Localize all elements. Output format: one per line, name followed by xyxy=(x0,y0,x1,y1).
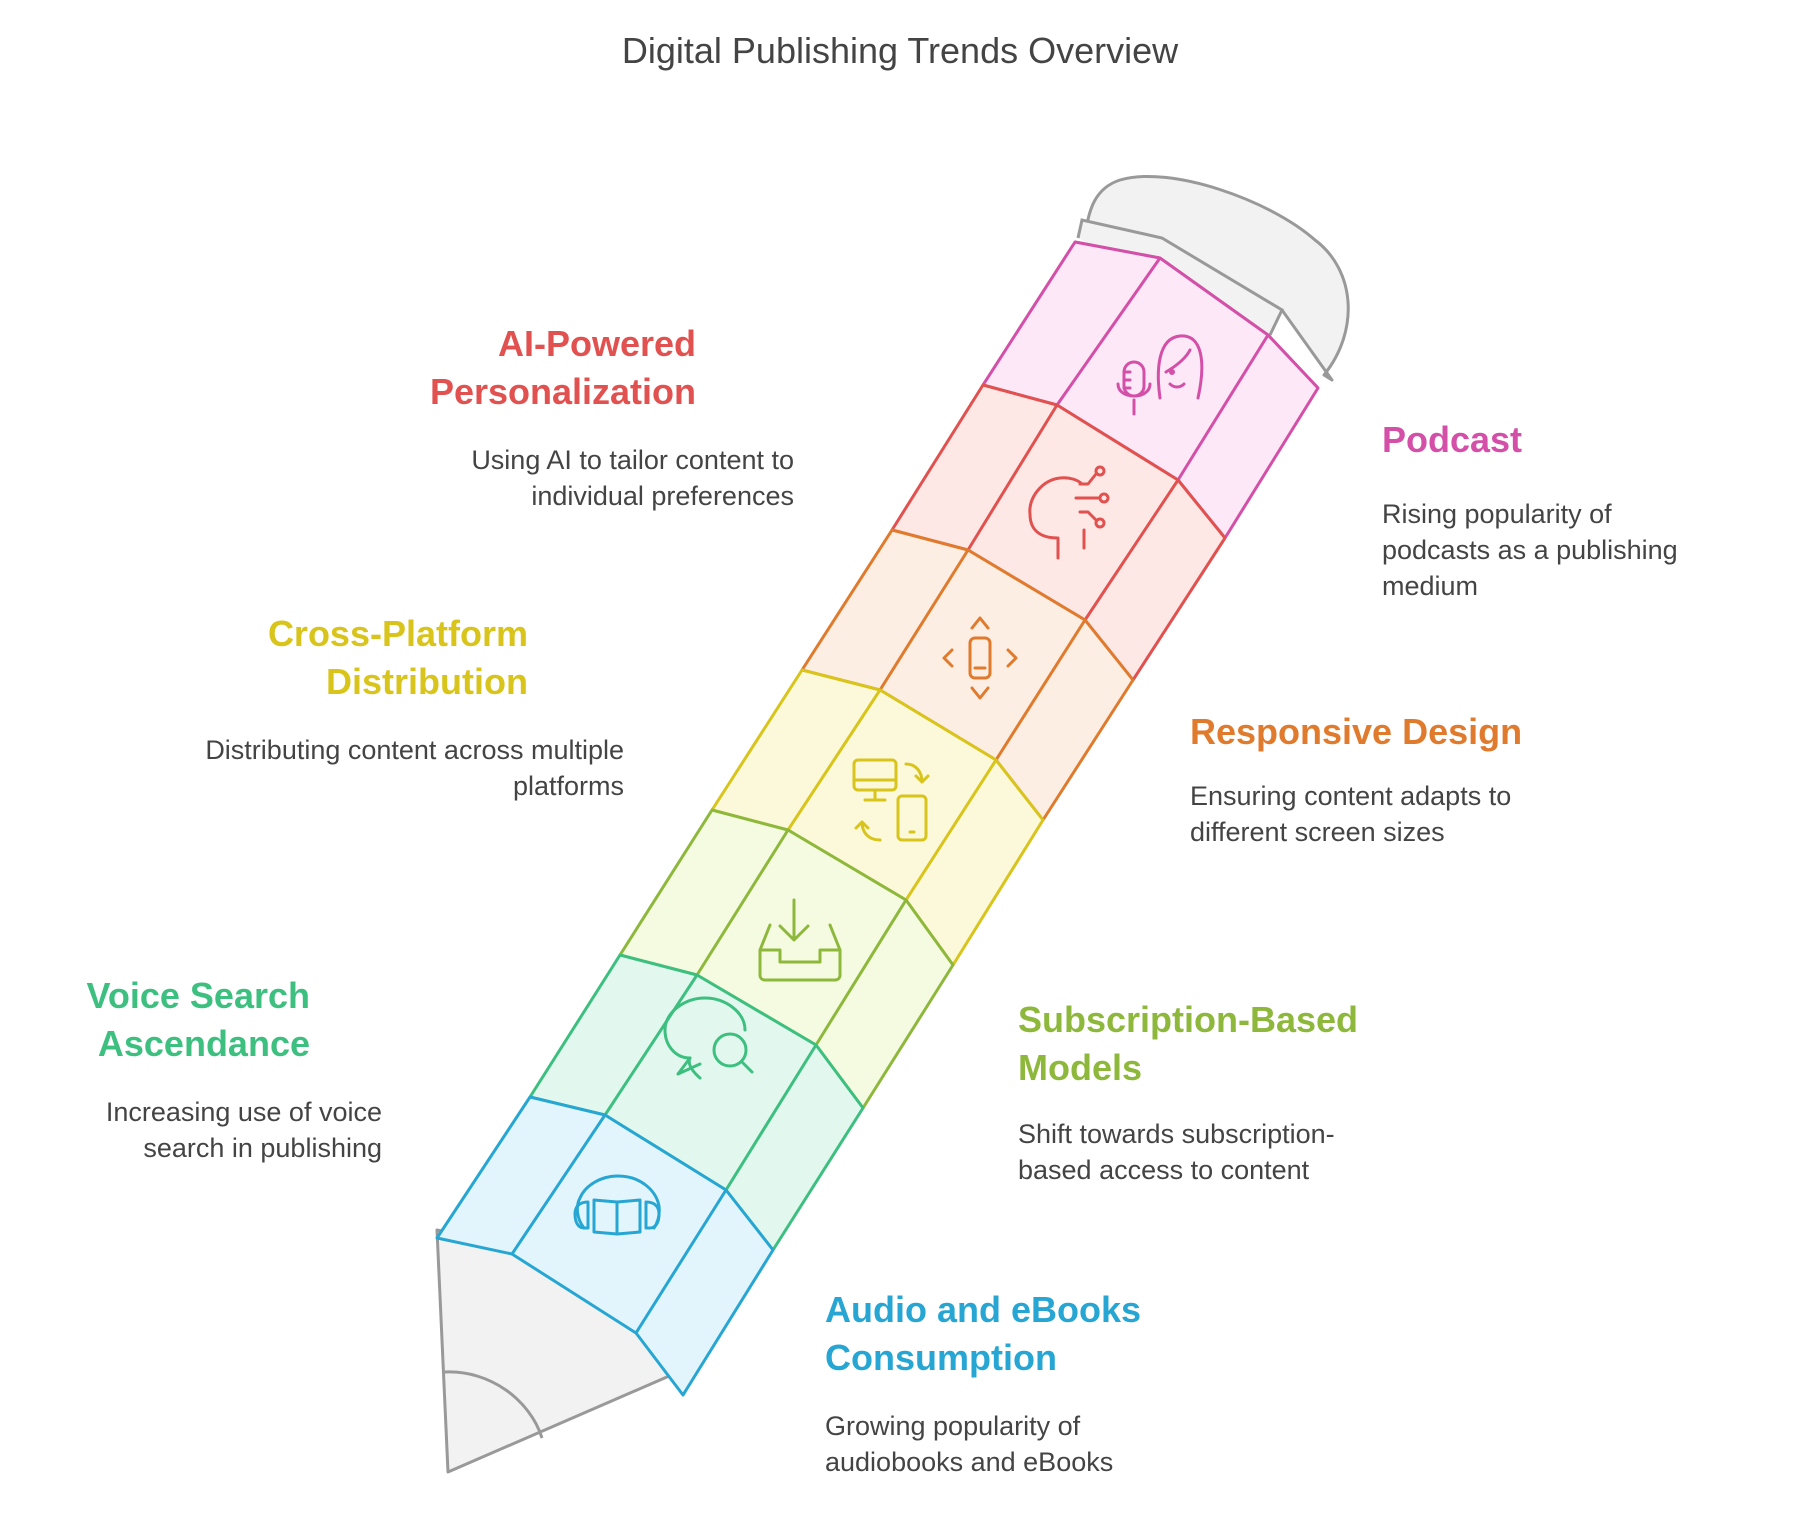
ai-head-circuit-icon xyxy=(1028,465,1110,560)
ai-title: AI-Powered Personalization xyxy=(429,323,696,412)
subscription-description: Shift towards subscription-based access … xyxy=(1018,1119,1335,1185)
desktop-mobile-sync-icon xyxy=(852,758,930,842)
chat-search-icon xyxy=(663,996,754,1080)
cross-title: Cross-Platform Distribution xyxy=(267,613,528,702)
inbox-download-icon xyxy=(758,898,842,982)
audio-description: Growing popularity of audiobooks and eBo… xyxy=(825,1411,1114,1477)
headphones-book-icon xyxy=(573,1174,661,1236)
responsive-title: Responsive Design xyxy=(1190,711,1523,752)
podcast-title: Podcast xyxy=(1382,419,1523,460)
cross-description: Distributing content across multiple pla… xyxy=(205,735,624,801)
ai-description: Using AI to tailor content to individual… xyxy=(471,445,794,511)
responsive-description: Ensuring content adapts to different scr… xyxy=(1190,781,1512,847)
responsive-resize-device-icon xyxy=(942,616,1018,700)
voice-description: Increasing use of voice search in publis… xyxy=(105,1097,382,1163)
audio-title: Audio and eBooks Consumption xyxy=(825,1289,1142,1378)
voice-title: Voice Search Ascendance xyxy=(86,975,310,1064)
page-title: Digital Publishing Trends Overview xyxy=(621,30,1179,71)
band-audio xyxy=(435,1095,775,1397)
subscription-title: Subscription-Based Models xyxy=(1018,999,1359,1088)
podcast-microphone-person-icon xyxy=(1116,334,1204,416)
podcast-description: Rising popularity of podcasts as a publi… xyxy=(1382,499,1678,601)
